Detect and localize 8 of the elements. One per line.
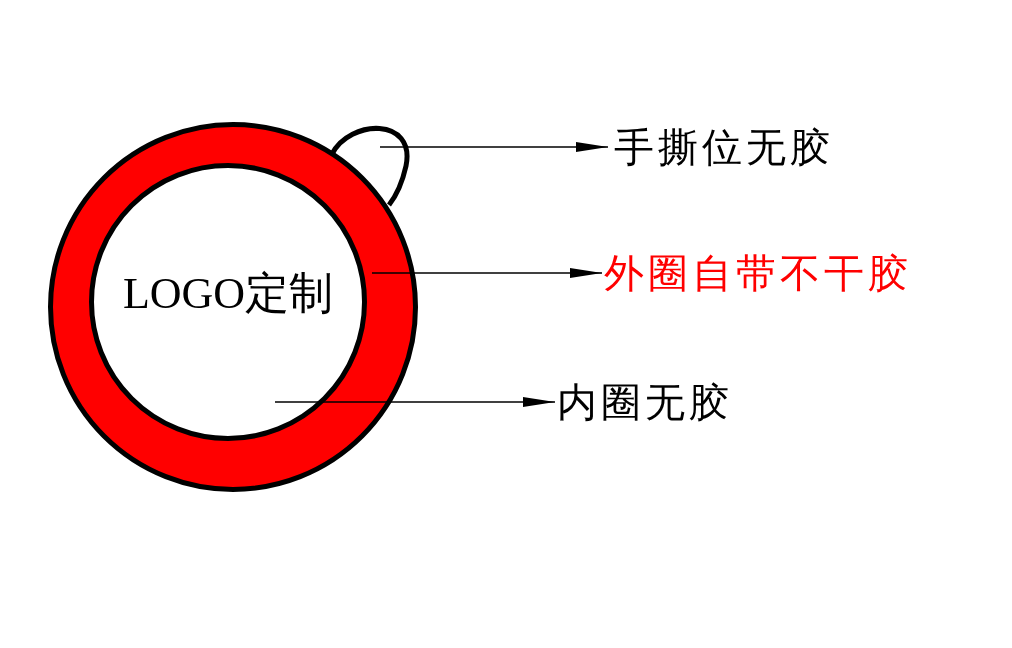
callout-text: 内圈无胶 bbox=[557, 378, 733, 426]
leader-line bbox=[371, 268, 603, 278]
callout-text: 外圈自带不干胶 bbox=[604, 249, 912, 297]
callout-text: 手撕位无胶 bbox=[614, 123, 834, 171]
leader-line bbox=[379, 142, 609, 152]
circle-label: LOGO定制 bbox=[122, 270, 334, 318]
leader-line bbox=[274, 397, 556, 407]
pull-tab bbox=[328, 124, 412, 208]
